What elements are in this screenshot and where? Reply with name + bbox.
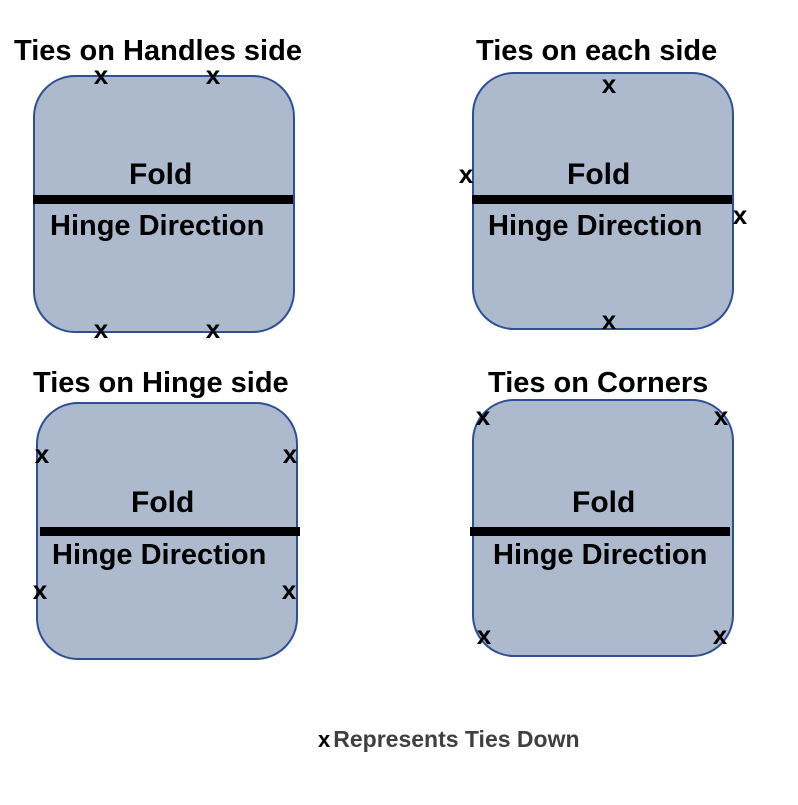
tie-mark: x [93,60,109,90]
tie-mark: x [205,314,221,344]
fold-line [40,527,300,536]
fold-label: Fold [129,158,193,191]
legend-text: Represents Ties Down [333,726,580,752]
fold-line [472,195,732,204]
panel-title-each-side: Ties on each side [476,35,718,67]
tie-mark: x [601,69,617,99]
tie-mark: x [458,159,474,189]
panel-title-handles-side: Ties on Handles side [14,35,302,67]
tie-mark: x [712,620,728,650]
tie-mark: x [476,620,492,650]
hinge-direction-label: Hinge Direction [52,539,267,571]
tie-mark: x [34,439,50,469]
tie-mark: x [205,60,221,90]
tie-mark: x [93,314,109,344]
fold-label: Fold [131,486,195,519]
tie-mark: x [713,401,729,431]
panel-title-corners: Ties on Corners [488,367,709,399]
legend-tie-mark: x [318,727,331,752]
panel-title-hinge-side: Ties on Hinge side [33,367,289,399]
fold-line [33,195,293,204]
tie-mark: x [732,200,748,230]
fold-label: Fold [567,158,631,191]
tie-mark: x [282,439,298,469]
fold-line [470,527,730,536]
fold-label: Fold [572,486,636,519]
tie-mark: x [475,401,491,431]
tie-mark: x [32,575,48,605]
hinge-direction-label: Hinge Direction [50,210,265,242]
panel-box-handles-side [33,75,295,333]
tie-mark: x [281,575,297,605]
hinge-direction-label: Hinge Direction [493,539,708,571]
hinge-direction-label: Hinge Direction [488,210,703,242]
tie-mark: x [601,305,617,335]
